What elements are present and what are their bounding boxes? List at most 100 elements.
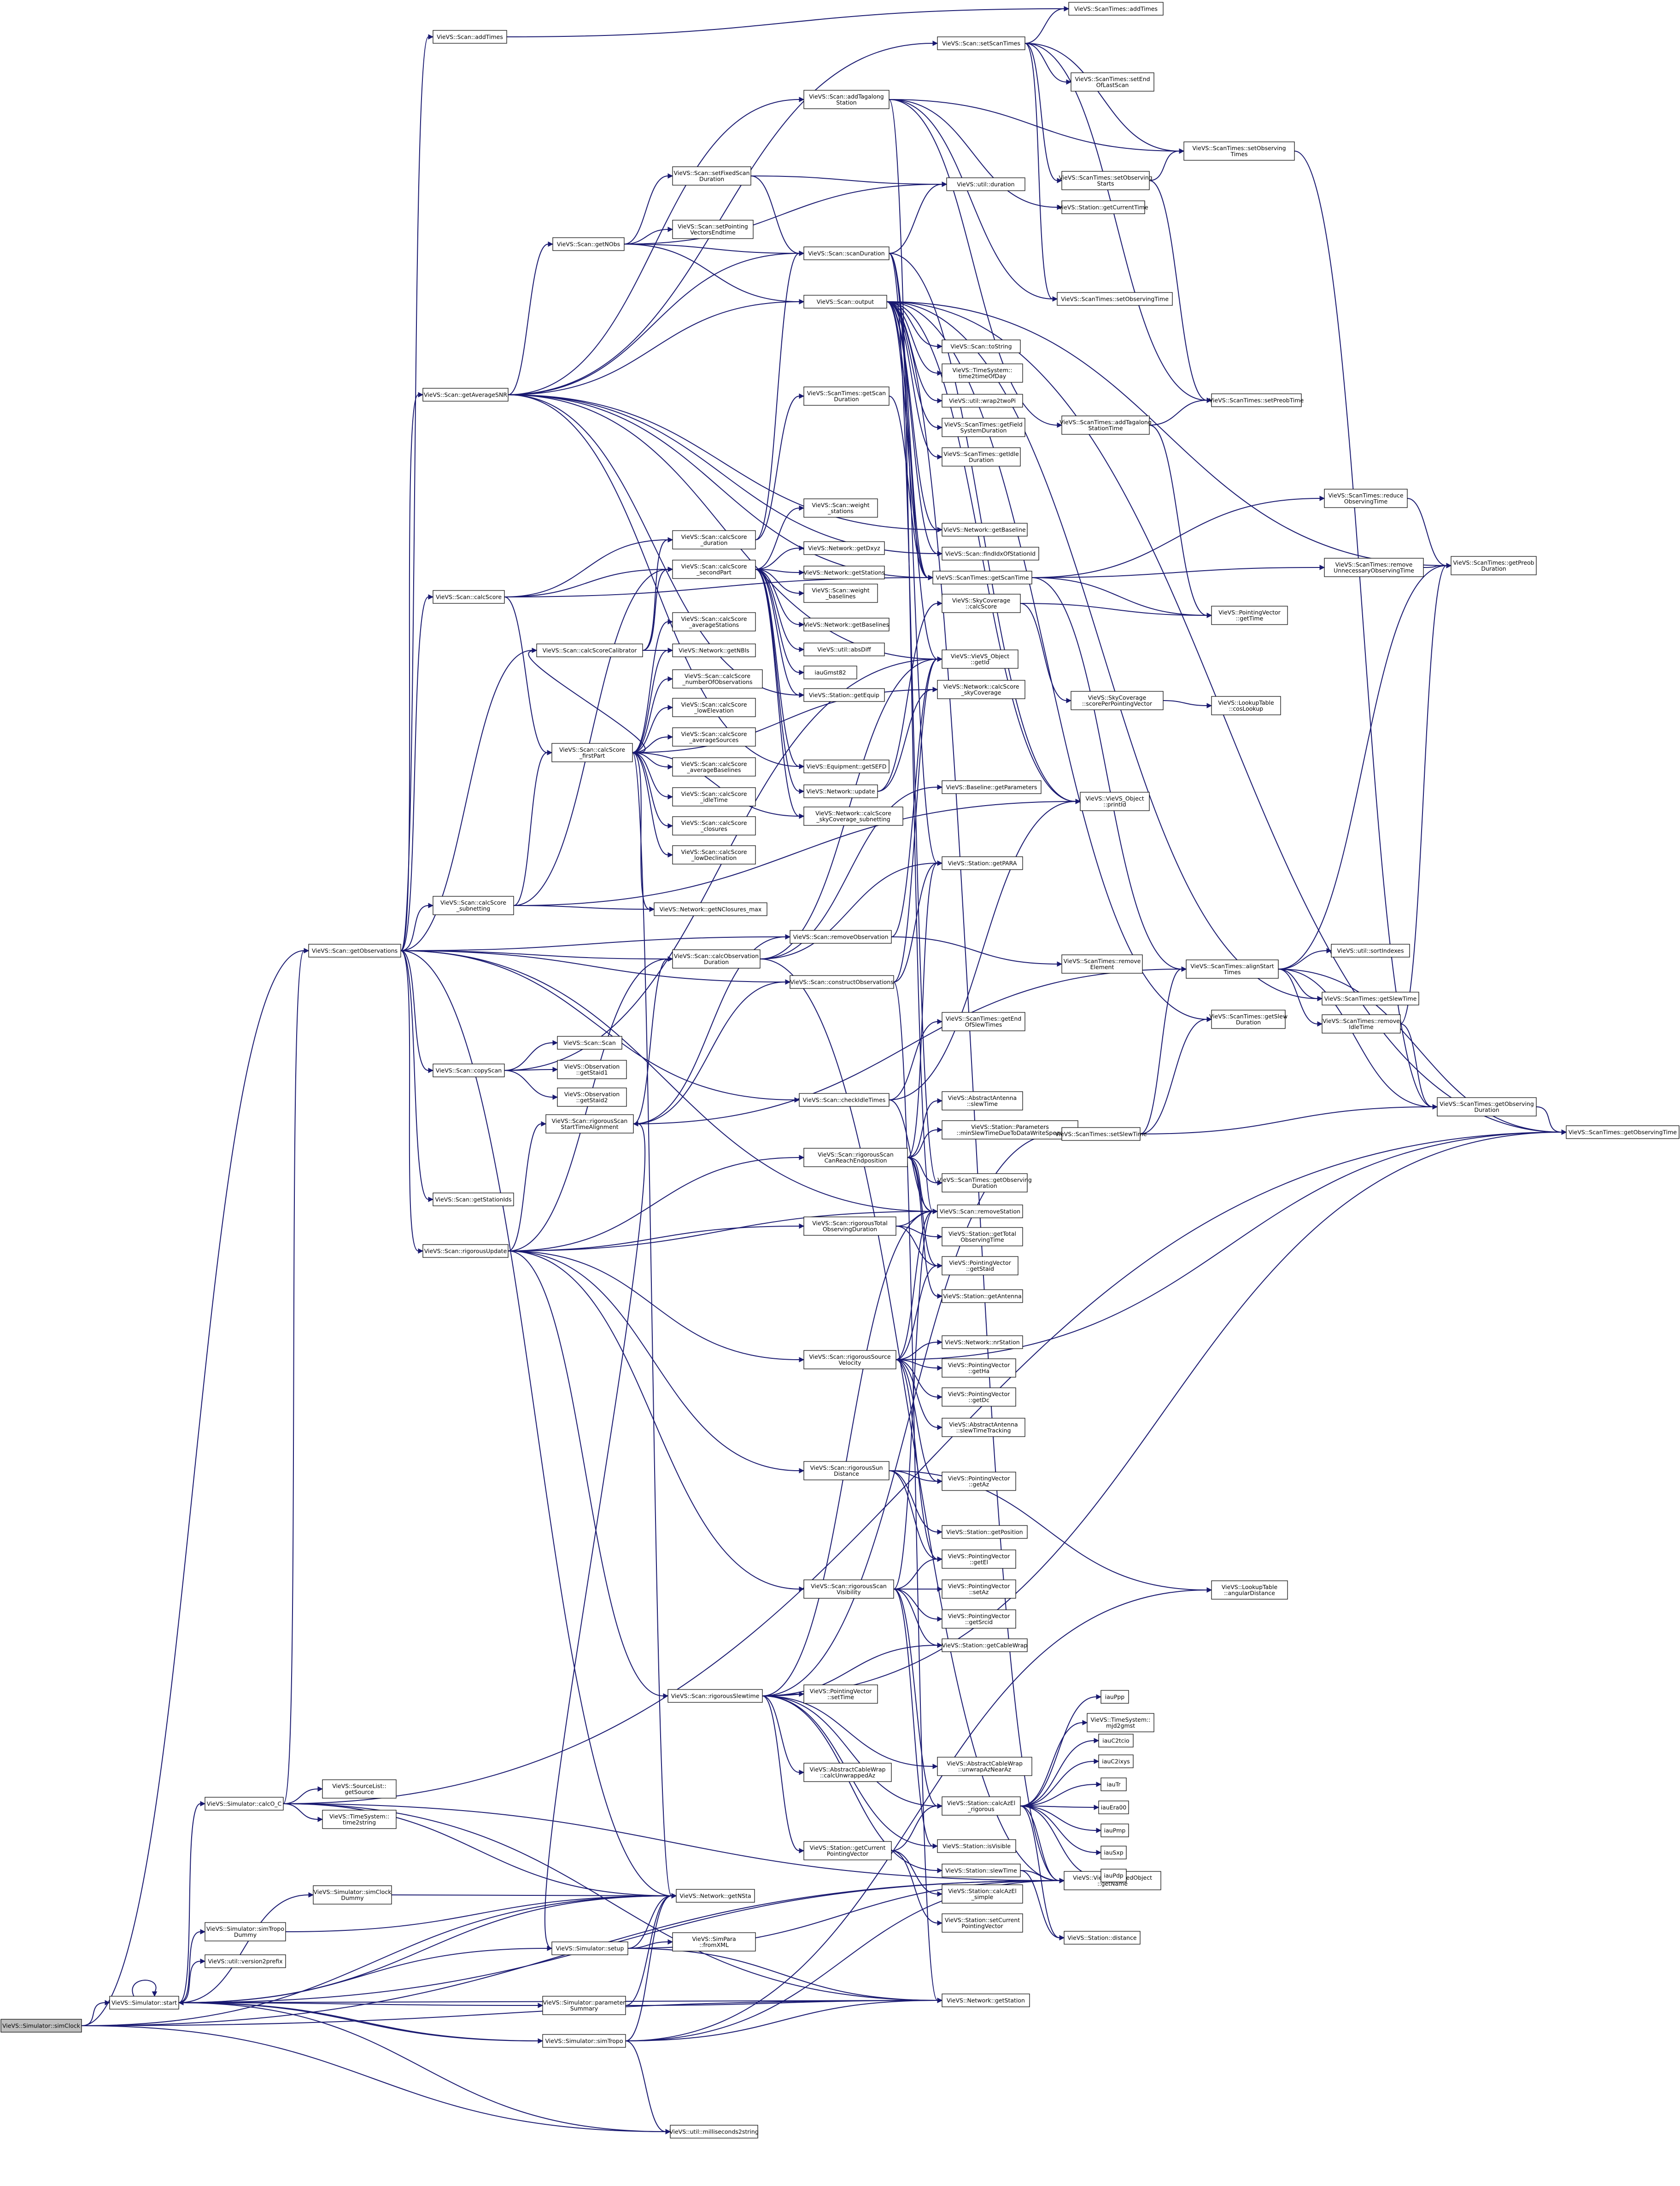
node-vievs-station-getcablewrap[interactable]: VieVS::Station::getCableWrap	[942, 1638, 1028, 1652]
node-vievs-scan-calcscore-averagestations[interactable]: VieVS::Scan::calcScore_averageStations	[672, 612, 756, 631]
node-vievs-timesystem-mjd2gmst[interactable]: VieVS::TimeSystem::mjd2gmst	[1087, 1713, 1154, 1732]
node-vievs-util-milliseconds2string[interactable]: VieVS::util::milliseconds2string	[669, 2125, 759, 2139]
node-vievs-pointingvector-setaz[interactable]: VieVS::PointingVector::setAz	[942, 1579, 1016, 1599]
node-vievs-scan-setscantimes[interactable]: VieVS::Scan::setScanTimes	[937, 36, 1025, 50]
node-vievs-sourcelist-getsource[interactable]: VieVS::SourceList::getSource	[322, 1779, 397, 1799]
node-vievs-pointingvector-getha[interactable]: VieVS::PointingVector::getHa	[942, 1358, 1016, 1378]
node-vievs-scan-getnobs[interactable]: VieVS::Scan::getNObs	[552, 237, 625, 251]
node-vievs-pointingvector-settime[interactable]: VieVS::PointingVector::setTime	[803, 1684, 878, 1704]
node-vievs-network-getnclosures-max[interactable]: VieVS::Network::getNClosures_max	[654, 902, 767, 916]
node-vievs-scan-calcscorecalibrator[interactable]: VieVS::Scan::calcScoreCalibrator	[536, 643, 643, 657]
node-vievs-station-isvisible[interactable]: VieVS::Station::isVisible	[937, 1839, 1016, 1853]
node-vievs-station-calcazel-simple[interactable]: VieVS::Station::calcAzEl_simple	[942, 1884, 1023, 1904]
node-vievs-scantimes-getscantime[interactable]: VieVS::ScanTimes::getScanTime	[932, 571, 1032, 584]
node-vievs-station-distance[interactable]: VieVS::Station::distance	[1064, 1931, 1141, 1945]
node-iaupmp[interactable]: iauPmp	[1100, 1824, 1129, 1837]
node-vievs-abstractcablewrap-unwrapaznearaz[interactable]: VieVS::AbstractCableWrap::unwrapAzNearAz	[937, 1757, 1032, 1776]
node-vievs-simpara-fromxml[interactable]: VieVS::SimPara::fromXML	[672, 1932, 756, 1952]
node-vievs-vievs-object-getid[interactable]: VieVS::VieVS_Object::getId	[942, 649, 1019, 669]
node-vievs-scan-calcscore[interactable]: VieVS::Scan::calcScore	[433, 590, 505, 604]
node-vievs-simulator-setup[interactable]: VieVS::Simulator::setup	[551, 1941, 628, 1955]
node-vievs-scantimes-setpreobtime[interactable]: VieVS::ScanTimes::setPreobTime	[1209, 393, 1304, 407]
node-vievs-scan-calcscore-lowelevation[interactable]: VieVS::Scan::calcScore_lowElevation	[672, 698, 756, 717]
node-vievs-lookuptable-coslookup[interactable]: VieVS::LookupTable::cosLookup	[1211, 696, 1281, 715]
node-vievs-scan-addtimes[interactable]: VieVS::Scan::addTimes	[433, 30, 507, 44]
node-vievs-network-getbaseline[interactable]: VieVS::Network::getBaseline	[942, 523, 1028, 537]
node-vievs-scan-calcscore-averagesources[interactable]: VieVS::Scan::calcScore_averageSources	[672, 727, 756, 747]
node-vievs-scan-tostring[interactable]: VieVS::Scan::toString	[942, 339, 1021, 353]
node-vievs-scan-getstationids[interactable]: VieVS::Scan::getStationIds	[433, 1192, 514, 1206]
node-vievs-scan-rigoroustotal-observingduration[interactable]: VieVS::Scan::rigorousTotalObservingDurat…	[803, 1216, 896, 1236]
node-vievs-timesystem-time2timeofday[interactable]: VieVS::TimeSystem::time2timeOfDay	[942, 363, 1023, 383]
node-vievs-scan-getaveragesnr[interactable]: VieVS::Scan::getAverageSNR	[422, 388, 509, 402]
node-vievs-baseline-getparameters[interactable]: VieVS::Baseline::getParameters	[942, 780, 1042, 794]
node-vievs-pointingvector-getel[interactable]: VieVS::PointingVector::getEl	[942, 1549, 1016, 1569]
node-vievs-pointingvector-getaz[interactable]: VieVS::PointingVector::getAz	[942, 1472, 1016, 1491]
node-vievs-timesystem-time2string[interactable]: VieVS::TimeSystem::time2string	[322, 1810, 397, 1829]
node-vievs-scan-rigorousscan-canreachendposition[interactable]: VieVS::Scan::rigorousScanCanReachEndposi…	[803, 1148, 908, 1167]
node-vievs-scan-weight-stations[interactable]: VieVS::Scan::weight_stations	[803, 498, 878, 518]
node-vievs-scan-scanduration[interactable]: VieVS::Scan::scanDuration	[803, 246, 890, 260]
node-vievs-scan-calcscore-firstpart[interactable]: VieVS::Scan::calcScore_firstPart	[551, 743, 633, 762]
node-iauc2tcio[interactable]: iauC2tcio	[1098, 1734, 1134, 1748]
node-vievs-station-getequip[interactable]: VieVS::Station::getEquip	[803, 688, 885, 702]
node-vievs-abstractantenna-slewtimetracking[interactable]: VieVS::AbstractAntenna::slewTimeTracking	[942, 1418, 1025, 1437]
node-vievs-util-duration[interactable]: VieVS::util::duration	[946, 177, 1025, 191]
node-vievs-scantimes-getobservingtime[interactable]: VieVS::ScanTimes::getObservingTime	[1566, 1125, 1680, 1139]
node-vievs-network-getstations[interactable]: VieVS::Network::getStations	[803, 566, 885, 579]
node-vievs-station-getantenna[interactable]: VieVS::Station::getAntenna	[942, 1289, 1023, 1303]
node-vievs-scan-calcscore-lowdeclination[interactable]: VieVS::Scan::calcScore_lowDeclination	[672, 845, 756, 865]
node-vievs-util-version2prefix[interactable]: VieVS::util::version2prefix	[205, 1954, 286, 1968]
node-vievs-station-getpara[interactable]: VieVS::Station::getPARA	[942, 856, 1023, 870]
node-vievs-equipment-getsefd[interactable]: VieVS::Equipment::getSEFD	[803, 760, 890, 773]
node-vievs-simulator-calco-c[interactable]: VieVS::Simulator::calcO_C	[205, 1797, 284, 1811]
node-vievs-pointingvector-getstaid[interactable]: VieVS::PointingVector::getStaid	[942, 1256, 1019, 1275]
node-vievs-scantimes-addtimes[interactable]: VieVS::ScanTimes::addTimes	[1068, 2, 1164, 16]
node-vievs-scan-rigorousupdate[interactable]: VieVS::Scan::rigorousUpdate	[422, 1244, 509, 1258]
node-vievs-pointingvector-getdc[interactable]: VieVS::PointingVector::getDc	[942, 1387, 1016, 1407]
node-vievs-scan-findidxofstationid[interactable]: VieVS::Scan::findIdxOfStationId	[942, 547, 1039, 561]
node-vievs-abstractcablewrap-calcunwrappedaz[interactable]: VieVS::AbstractCableWrap::calcUnwrappedA…	[803, 1763, 892, 1782]
node-vievs-scan-calcscore-subnetting[interactable]: VieVS::Scan::calcScore_subnetting	[433, 896, 514, 915]
node-vievs-network-update[interactable]: VieVS::Network::update	[803, 784, 878, 798]
node-vievs-network-getnsta[interactable]: VieVS::Network::getNSta	[676, 1889, 755, 1903]
node-vievs-skycoverage-calcscore[interactable]: VieVS::SkyCoverage::calcScore	[942, 594, 1021, 613]
node-vievs-pointingvector-gettime[interactable]: VieVS::PointingVector::getTime	[1211, 606, 1288, 625]
node-vievs-scan-output[interactable]: VieVS::Scan::output	[803, 295, 887, 309]
node-vievs-simulator-simclock[interactable]: VieVS::Simulator::simClock	[0, 2019, 82, 2033]
node-iaugmst82[interactable]: iauGmst82	[803, 666, 857, 679]
node-vievs-station-getcurrenttime[interactable]: VieVS::Station::getCurrentTime	[1058, 200, 1148, 214]
node-iauera00[interactable]: iauEra00	[1098, 1800, 1129, 1814]
node-vievs-abstractantenna-slewtime[interactable]: VieVS::AbstractAntenna::slewTime	[942, 1091, 1023, 1111]
node-vievs-network-nrstation[interactable]: VieVS::Network::nrStation	[942, 1335, 1023, 1349]
node-iaupdp[interactable]: iauPdp	[1100, 1869, 1127, 1882]
node-vievs-util-wrap2twopi[interactable]: VieVS::util::wrap2twoPi	[942, 394, 1023, 408]
node-vievs-scan-weight-baselines[interactable]: VieVS::Scan::weight_baselines	[803, 584, 878, 603]
node-iautr[interactable]: iauTr	[1100, 1777, 1127, 1791]
node-vievs-scan-getobservations[interactable]: VieVS::Scan::getObservations	[308, 944, 401, 958]
node-vievs-pointingvector-getsrcid[interactable]: VieVS::PointingVector::getSrcid	[942, 1609, 1016, 1629]
